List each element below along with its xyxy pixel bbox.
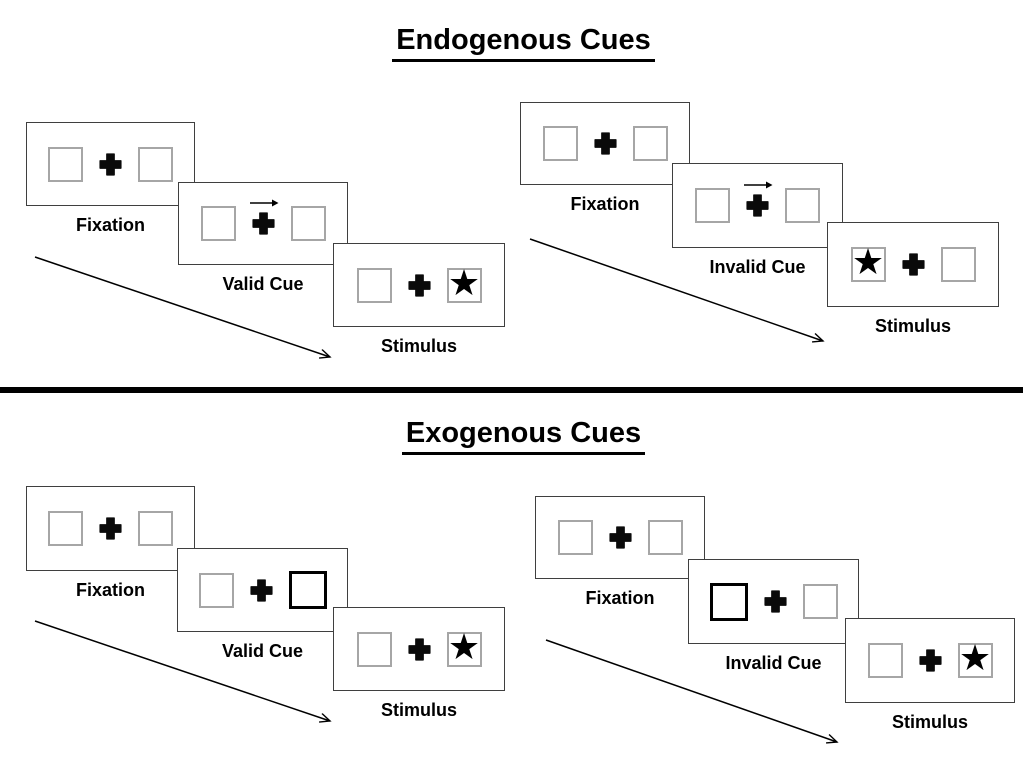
endo-invalid-fixation-panel: Fixation [520, 102, 690, 214]
timeline-arrow-endo-invalid [529, 238, 823, 341]
endo-invalid-cue-panel: Invalid Cue [672, 163, 843, 277]
exogenous-section-title: Exogenous Cues [0, 417, 1023, 455]
endo-valid-fixation-panel: Fixation [26, 122, 195, 235]
fixation-cross-icon [407, 273, 431, 297]
placeholder-square-left [542, 126, 578, 161]
screen-box [178, 182, 348, 265]
screen-box: ★ [827, 222, 999, 307]
fixation-cross-wrap [901, 253, 925, 276]
stimulus-square-right: ★ [446, 262, 482, 304]
exo-valid-stimulus-panel: ★ Stimulus [333, 607, 505, 720]
placeholder-square-right [290, 206, 326, 241]
placeholder-square-right [138, 146, 173, 182]
panel-label: Stimulus [891, 712, 968, 732]
cue-highlight-square-right [288, 571, 327, 609]
screen-box [26, 486, 195, 571]
placeholder-square-right [632, 126, 668, 161]
fixation-cross-icon [608, 526, 632, 549]
star-stimulus-icon: ★ [447, 626, 481, 668]
fixation-cross-icon [593, 132, 617, 155]
star-stimulus-icon: ★ [958, 638, 992, 679]
page-title: Endogenous Cues [392, 24, 655, 62]
exo-valid-cue-panel: Valid Cue [177, 548, 348, 661]
fixation-cross-icon [99, 152, 122, 176]
panel-label: Stimulus [380, 700, 457, 720]
screen-box [672, 163, 843, 248]
exo-invalid-cue-panel: Invalid Cue [688, 559, 859, 673]
timeline-arrow-exo-valid [34, 620, 330, 721]
placeholder-square-left [198, 572, 234, 608]
stimulus-square-left: ★ [850, 242, 886, 283]
screen-box: ★ [333, 243, 505, 327]
cue-highlight-square-left [709, 582, 748, 621]
screen-box: ★ [845, 618, 1015, 703]
screen-box [520, 102, 690, 185]
panel-label: Stimulus [380, 336, 457, 356]
fixation-cross-icon [407, 637, 431, 661]
fixation-cross-wrap [593, 132, 617, 155]
placeholder-square-left [48, 511, 83, 546]
placeholder-square-right [138, 511, 173, 546]
stimulus-square-right: ★ [957, 638, 993, 679]
placeholder-square-left [557, 520, 593, 555]
cue-arrow-icon [744, 181, 773, 189]
screen-box [26, 122, 195, 206]
placeholder-square-left [200, 206, 236, 241]
fixation-cross-icon [251, 212, 275, 235]
endo-valid-stimulus-panel: ★ Stimulus [333, 243, 505, 356]
screen-box [688, 559, 859, 644]
panel-label: Stimulus [874, 316, 951, 336]
fixation-cross-icon [746, 194, 769, 217]
placeholder-square-left [695, 188, 730, 223]
fixation-cross-icon [99, 517, 122, 540]
star-stimulus-icon: ★ [851, 242, 885, 283]
fixation-cross-wrap [918, 649, 942, 672]
placeholder-square-left [356, 267, 392, 303]
screen-box [535, 496, 705, 579]
fixation-cross-icon [763, 590, 787, 613]
fixation-cross-icon [249, 578, 273, 602]
section-divider [0, 387, 1023, 393]
panel-label: Fixation [75, 215, 145, 235]
fixation-cross-icon [918, 649, 942, 672]
exo-invalid-stimulus-panel: ★ Stimulus [845, 618, 1015, 732]
fixation-cross-wrap [249, 578, 273, 602]
screen-box [177, 548, 348, 632]
fixation-cross-wrap [99, 152, 122, 176]
placeholder-square-right [785, 188, 820, 223]
screen-box: ★ [333, 607, 505, 691]
fixation-cross-wrap [763, 590, 787, 613]
endogenous-section-title: Endogenous Cues [0, 24, 1023, 62]
placeholder-square-left [356, 631, 392, 667]
page-title: Exogenous Cues [401, 417, 646, 455]
placeholder-square-right [802, 584, 838, 619]
exo-invalid-fixation-panel: Fixation [535, 496, 705, 608]
fixation-cross-icon [901, 253, 925, 276]
panel-label: Fixation [75, 580, 145, 600]
placeholder-square-right [647, 520, 683, 555]
fixation-cross-wrap [99, 517, 122, 540]
fixation-cross-wrap [407, 637, 431, 661]
star-stimulus-icon: ★ [447, 262, 481, 304]
stimulus-square-right: ★ [446, 626, 482, 668]
endo-valid-cue-panel: Valid Cue [178, 182, 348, 294]
endo-invalid-stimulus-panel: ★ Stimulus [827, 222, 999, 336]
placeholder-square-left [867, 643, 903, 678]
panel-label: Fixation [570, 194, 640, 214]
fixation-cross-wrap [744, 181, 773, 217]
panel-label: Fixation [585, 588, 655, 608]
placeholder-square-left [48, 146, 83, 182]
timeline-arrow-endo-valid [34, 256, 330, 357]
fixation-cross-wrap [608, 526, 632, 549]
fixation-cross-wrap [249, 199, 278, 235]
exo-valid-fixation-panel: Fixation [26, 486, 195, 600]
fixation-cross-wrap [407, 273, 431, 297]
placeholder-square-right [940, 247, 976, 282]
cue-arrow-icon [249, 199, 278, 207]
